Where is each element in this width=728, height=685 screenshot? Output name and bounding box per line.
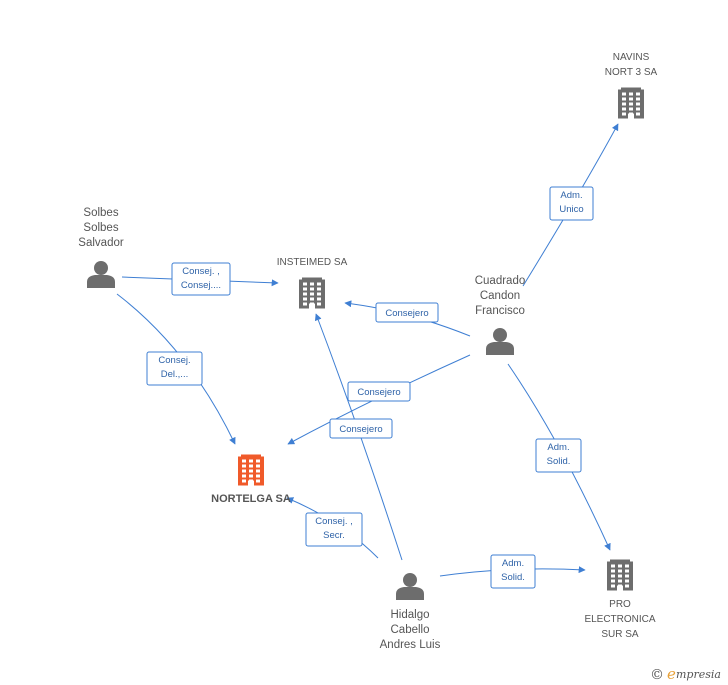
brand-initial: e — [667, 665, 676, 683]
node-label: Hidalgo — [391, 609, 430, 621]
building-icon — [618, 87, 644, 119]
node-label: ELECTRONICA — [584, 614, 655, 625]
edge-label-box — [171, 262, 231, 296]
node-label: Solbes — [83, 222, 118, 234]
node-label: Cabello — [391, 624, 430, 636]
node-proelectronica[interactable]: PRO ELECTRONICA SUR SA — [584, 559, 656, 641]
node-label: Salvador — [78, 237, 124, 249]
edge-label-hidalgo-proelectronica[interactable]: Adm. Solid. — [490, 554, 536, 589]
edge-label-solbes-nortelga[interactable]: Consej. Del.,... — [146, 351, 203, 386]
edge-labels: Consej. ,Consej....Consej.Del.,...Consej… — [146, 186, 594, 589]
edge-label-box — [535, 438, 582, 473]
building-icon — [238, 454, 264, 486]
edge-label-cuadrado-nortelga[interactable]: Consejero — [347, 381, 411, 402]
node-label: Candon — [480, 290, 520, 302]
node-nortelga[interactable]: NORTELGA SA — [211, 454, 291, 506]
person-icon — [87, 261, 115, 288]
edge-label-box — [305, 512, 363, 547]
edge-label-text: Solid. — [501, 572, 525, 583]
edge-label-text: Consej. , — [315, 516, 353, 527]
edge-label-text: Adm. — [502, 558, 524, 569]
edge-label-solbes-insteimed[interactable]: Consej. , Consej.... — [171, 262, 231, 296]
edge-label-box — [549, 186, 594, 221]
node-label: SUR SA — [601, 629, 639, 640]
person-icon — [396, 573, 424, 600]
node-label: NAVINS — [613, 52, 650, 63]
person-icon — [486, 328, 514, 355]
edge-label-text: Consejero — [385, 308, 428, 319]
edge-label-hidalgo-insteimed[interactable]: Consejero — [329, 418, 393, 439]
edge-lines — [116, 123, 619, 577]
node-insteimed[interactable]: INSTEIMED SA — [277, 257, 348, 309]
node-label: Solbes — [83, 207, 118, 219]
node-label: Francisco — [475, 305, 525, 317]
node-label: INSTEIMED SA — [277, 257, 348, 268]
edge-label-text: Adm. — [560, 190, 582, 201]
building-icon — [607, 559, 633, 591]
copyright-symbol: © — [650, 667, 664, 683]
edge-label-cuadrado-insteimed[interactable]: Consejero — [375, 302, 439, 323]
edge-label-box — [146, 351, 203, 386]
node-navins[interactable]: NAVINS NORT 3 SA — [605, 52, 658, 119]
node-label: NORT 3 SA — [605, 67, 658, 78]
building-icon — [299, 277, 325, 309]
edge-label-box — [490, 554, 536, 589]
edge-label-text: Secr. — [323, 530, 345, 541]
edge-label-text: Consejero — [357, 387, 400, 398]
edge-label-text: Unico — [559, 204, 583, 215]
empresia-watermark[interactable]: © e mpresia — [650, 665, 721, 683]
edge-label-text: Del.,... — [161, 369, 188, 380]
edge-label-text: Solid. — [547, 456, 571, 467]
edge-label-hidalgo-nortelga[interactable]: Consej. , Secr. — [305, 512, 363, 547]
nodes: NAVINS NORT 3 SA INSTEIMED SA NORTELGA SA PR… — [78, 52, 657, 651]
edge-label-cuadrado-navins[interactable]: Adm. Unico — [549, 186, 594, 221]
brand-name: mpresia — [676, 668, 721, 681]
node-label: PRO — [609, 599, 631, 610]
edge-label-box — [347, 381, 411, 402]
node-label: NORTELGA SA — [211, 493, 291, 505]
node-label: Andres Luis — [380, 639, 441, 651]
edge-label-text: Adm. — [547, 442, 569, 453]
edge-label-text: Consej. , — [182, 266, 220, 277]
edge-label-text: Consej. — [158, 355, 190, 366]
edge-label-box — [329, 418, 393, 439]
node-label: Cuadrado — [475, 275, 526, 287]
edge-label-text: Consej.... — [181, 280, 221, 291]
edge-label-box — [375, 302, 439, 323]
edge-label-text: Consejero — [339, 424, 382, 435]
edge-label-cuadrado-proelectronica[interactable]: Adm. Solid. — [535, 438, 582, 473]
